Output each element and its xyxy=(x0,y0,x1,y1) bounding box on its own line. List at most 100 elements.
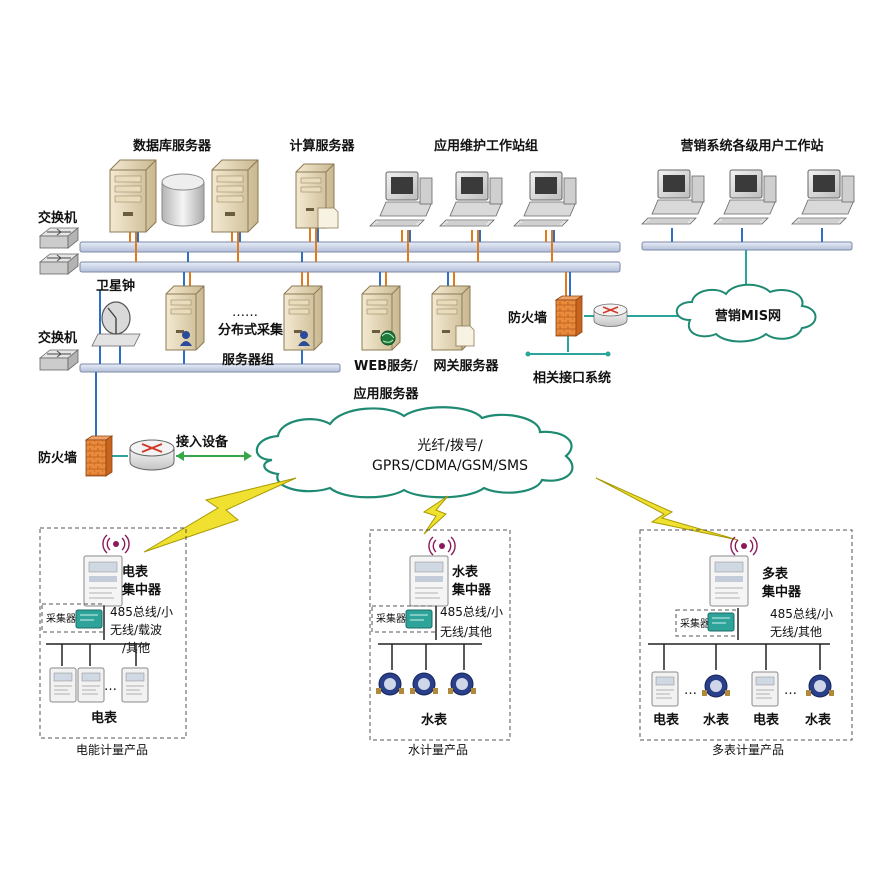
gateway-server-icon xyxy=(431,285,475,351)
water-concentrator-label-line1: 水表 xyxy=(452,564,479,580)
panel-electricity: 电表 集中器 采集器 485总线/小 无线/载波 /其他 … 电表 xyxy=(39,527,187,739)
dist-servers-ellipsis: …… xyxy=(232,305,258,320)
elec-bus-line2: 无线/载波 xyxy=(110,623,162,637)
access-device-label: 接入设备 xyxy=(176,434,229,450)
wireless-link-right xyxy=(595,477,739,541)
switch-mid-label: 交换机 xyxy=(38,330,77,346)
router-left-icon xyxy=(129,439,175,471)
elec-concentrator-label-line2: 集中器 xyxy=(121,582,162,598)
multi-ellipsis-a: … xyxy=(684,683,697,698)
water-collector-label: 采集器 xyxy=(376,612,406,625)
firewall-left-label: 防火墙 xyxy=(38,450,77,466)
lan-bus-upper xyxy=(79,241,621,253)
communication-network-cloud xyxy=(255,406,574,499)
web-server-label-line1: WEB服务/ xyxy=(354,358,418,374)
elec-product-label: 电能计量产品 xyxy=(76,743,148,757)
collection-lan-bus xyxy=(79,363,341,373)
elec-concentrator-icon xyxy=(83,555,123,607)
elec-meter-3-icon xyxy=(121,667,149,703)
water-meters-label: 水表 xyxy=(421,712,448,728)
sat-clock-label: 卫星钟 xyxy=(96,278,135,294)
network-label-line2: GPRS/CDMA/GSM/SMS xyxy=(372,458,528,474)
elec-collector-icon xyxy=(75,609,103,629)
maint-workstation-1-icon xyxy=(369,171,433,227)
multi-ellipsis-b: … xyxy=(784,683,797,698)
switch-top-icon xyxy=(39,227,79,275)
multi-elec-meter-2-icon xyxy=(751,671,779,707)
multi-collector-icon xyxy=(707,612,735,632)
maint-workstations-label: 应用维护工作站组 xyxy=(434,138,538,154)
dist-servers-label-line2: 服务器组 xyxy=(222,352,274,368)
multi-bus-line1: 485总线/小 xyxy=(770,607,833,621)
firewall-left-icon xyxy=(85,435,113,477)
router-right-icon xyxy=(593,303,628,328)
water-collector-icon xyxy=(405,609,433,629)
database-server-2-icon xyxy=(211,159,259,233)
mis-network-cloud xyxy=(675,283,817,343)
water-meter-2-icon xyxy=(409,672,439,696)
elec-meter-1-icon xyxy=(49,667,77,703)
calc-servers-label: 计算服务器 xyxy=(289,138,355,154)
multi-concentrator-label-line1: 多表 xyxy=(762,566,789,582)
water-meter-3-icon xyxy=(447,672,477,696)
network-label-line1: 光纤/拨号/ xyxy=(417,438,483,454)
water-bus-line1: 485总线/小 xyxy=(440,605,503,619)
connection-lines xyxy=(95,228,823,457)
lan-bus-lower xyxy=(79,261,621,273)
elec-meters-label: 电表 xyxy=(91,710,118,726)
marketing-workstation-2-icon xyxy=(713,169,777,225)
multi-water-meter-2-icon xyxy=(805,674,835,698)
multi-meter-label-3: 电表 xyxy=(753,712,780,728)
multi-concentrator-label-line2: 集中器 xyxy=(761,584,802,600)
multi-meter-label-1: 电表 xyxy=(653,712,680,728)
calc-server-icon xyxy=(295,163,339,229)
multi-elec-meter-1-icon xyxy=(651,671,679,707)
marketing-workstation-1-icon xyxy=(641,169,705,225)
multi-collector-label: 采集器 xyxy=(680,617,710,630)
marketing-workstation-3-icon xyxy=(791,169,855,225)
database-storage-icon xyxy=(161,173,205,227)
switch-top-label: 交换机 xyxy=(38,210,77,226)
panel-multi: 多表 集中器 采集器 485总线/小 无线/其他 … … 电表 水表 电表 水表 xyxy=(639,529,853,741)
dist-server-2-icon xyxy=(283,285,323,351)
multi-bus-line2: 无线/其他 xyxy=(770,625,822,639)
mis-network-label: 营销MIS网 xyxy=(715,308,781,324)
antenna-icon xyxy=(428,536,456,556)
firewall-right-icon xyxy=(555,295,583,337)
maint-workstation-3-icon xyxy=(513,171,577,227)
marketing-workstations-label: 营销系统各级用户工作站 xyxy=(680,138,823,154)
multi-meter-label-4: 水表 xyxy=(805,712,832,728)
switch-mid-icon xyxy=(39,349,79,371)
dist-server-1-icon xyxy=(165,285,205,351)
antenna-icon xyxy=(102,534,130,554)
dist-servers-label-line1: 分布式采集 xyxy=(218,322,284,338)
related-interfaces-label: 相关接口系统 xyxy=(533,370,611,386)
water-meter-1-icon xyxy=(375,672,405,696)
multi-product-label: 多表计量产品 xyxy=(712,743,784,757)
multi-concentrator-icon xyxy=(709,555,749,607)
web-server-label-line2: 应用服务器 xyxy=(353,386,419,402)
water-concentrator-label-line2: 集中器 xyxy=(451,582,492,598)
elec-bus-line1: 485总线/小 xyxy=(110,605,173,619)
maint-workstation-2-icon xyxy=(439,171,503,227)
web-server-icon xyxy=(361,285,401,351)
water-bus-line2: 无线/其他 xyxy=(440,625,492,639)
database-server-1-icon xyxy=(109,159,157,233)
water-product-label: 水计量产品 xyxy=(408,743,468,757)
access-link-arrow xyxy=(176,451,252,461)
elec-concentrator-label-line1: 电表 xyxy=(122,564,149,580)
multi-water-meter-1-icon xyxy=(701,674,731,698)
panel-water: 水表 集中器 采集器 485总线/小 无线/其他 水表 xyxy=(369,529,511,741)
elec-meter-2-icon xyxy=(77,667,105,703)
multi-meter-label-2: 水表 xyxy=(703,712,730,728)
elec-meters-ellipsis: … xyxy=(104,679,117,694)
firewall-right-label: 防火墙 xyxy=(508,310,547,326)
water-concentrator-icon xyxy=(409,555,449,607)
gateway-server-label: 网关服务器 xyxy=(433,358,499,374)
marketing-lan-bus xyxy=(641,241,853,251)
satellite-clock-icon xyxy=(91,301,141,347)
wireless-link-left xyxy=(143,477,297,553)
elec-collector-label: 采集器 xyxy=(46,612,76,625)
wireless-link-middle xyxy=(422,495,449,535)
